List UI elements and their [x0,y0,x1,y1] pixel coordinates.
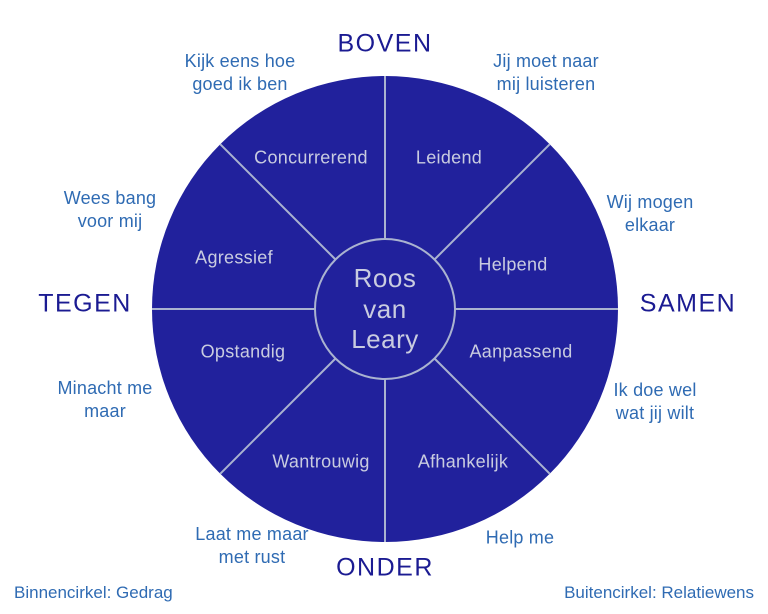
phrase-wees-bang-voor-mij: Wees bang voor mij [63,187,157,231]
center-title: Roos van Leary [351,262,419,355]
sector-label-leidend: Leidend [415,147,483,168]
phrase-jij-moet-naar-mij-luisteren: Jij moet naar mij luisteren [493,50,599,94]
inner-circle [314,238,456,380]
legend-buitencirkel: Buitencirkel: Relatiewens [564,583,754,602]
phrase-ik-doe-wel-wat-jij-wilt: Ik doe wel wat jij wilt [613,379,697,423]
phrase-wij-mogen-elkaar: Wij mogen elkaar [606,191,694,235]
axis-label-samen: SAMEN [639,289,737,318]
phrase-kijk-eens-hoe-goed-ik-ben: Kijk eens hoe goed ik ben [184,50,296,94]
sector-label-afhankelijk: Afhankelijk [417,451,509,472]
sector-label-opstandig: Opstandig [200,341,286,362]
axis-label-boven: BOVEN [337,29,433,58]
phrase-laat-me-maar-met-rust: Laat me maar met rust [195,523,309,567]
sector-label-agressief: Agressief [195,247,273,268]
divider-bottom-right [433,357,551,475]
divider-top-left [219,143,337,261]
sector-label-wantrouwig: Wantrouwig [272,451,370,472]
divider-top-right [433,143,551,261]
sector-label-aanpassend: Aanpassend [469,341,573,362]
divider-bottom-left [219,357,337,475]
phrase-help-me: Help me [485,527,555,548]
axis-label-onder: ONDER [336,553,434,582]
sector-label-helpend: Helpend [478,254,548,275]
axis-label-tegen: TEGEN [38,289,132,318]
sector-label-concurrerend: Concurrerend [254,147,368,168]
legend-binnencirkel: Binnencirkel: Gedrag [14,583,173,602]
phrase-minacht-me-maar: Minacht me maar [57,377,153,421]
